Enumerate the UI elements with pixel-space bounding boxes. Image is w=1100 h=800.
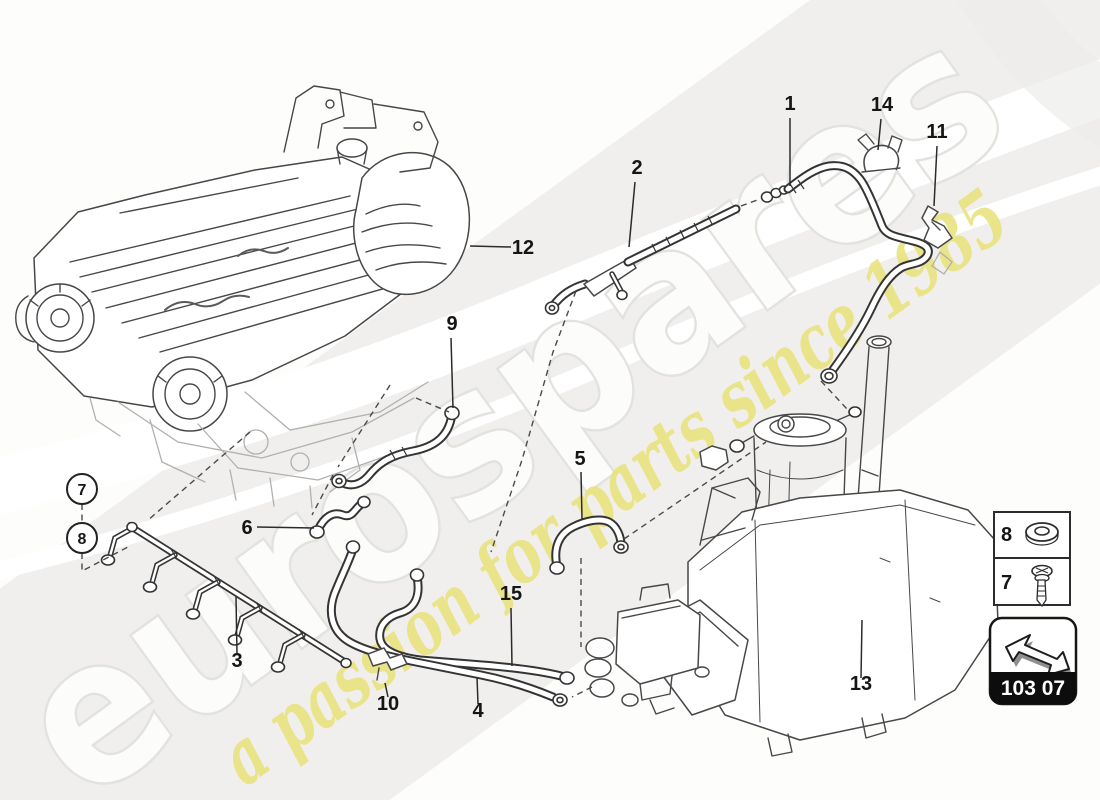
callout-6: 6 [241, 517, 252, 539]
callout-leader-lines [235, 118, 938, 705]
callout-5: 5 [574, 448, 585, 470]
callout-8: 8 [78, 531, 87, 548]
hose-part5 [549, 515, 629, 575]
section-code-box: 103 07 [988, 616, 1078, 706]
hose-part1 [783, 161, 933, 384]
callout-7: 7 [78, 482, 87, 499]
callout-14: 14 [871, 94, 894, 116]
clamp-part14 [857, 133, 903, 173]
oil-separator [699, 406, 862, 542]
elbow-hose-part6 [309, 495, 371, 539]
hose-part9 [331, 405, 460, 490]
y-connector [583, 257, 637, 297]
washer-icon [1025, 522, 1059, 546]
callout-15: 15 [500, 583, 522, 605]
rail-connector [142, 548, 178, 593]
rail-connector [100, 521, 136, 566]
throttle-body [25, 283, 95, 353]
legend-number-7: 7 [1001, 572, 1012, 594]
callout-circle-8 [66, 522, 98, 554]
code-band [990, 672, 1076, 704]
callout-4: 4 [472, 700, 484, 722]
fastener-legend: 8 7 [993, 511, 1071, 608]
lamborghini-script [164, 294, 250, 311]
bracket-part11 [921, 205, 953, 275]
bracket-part10 [367, 647, 408, 681]
callout-12: 12 [512, 237, 534, 259]
legend-number-8: 8 [1001, 524, 1012, 546]
callout-3: 3 [231, 650, 242, 672]
callout-9: 9 [446, 313, 457, 335]
rail-connector [270, 628, 306, 673]
callout-1: 1 [784, 93, 795, 115]
hose-part4 [326, 540, 568, 707]
legend-box-screw [993, 557, 1071, 606]
breather-rail-part3 [100, 521, 352, 673]
direction-arrow-icon [1005, 634, 1072, 681]
callout-11: 11 [926, 121, 947, 143]
screw-icon [1031, 564, 1053, 608]
callout-13: 13 [850, 673, 872, 695]
engine-illustration [15, 85, 471, 509]
rail-connector [227, 601, 263, 646]
pump-unit [584, 583, 701, 715]
throttle-body-2 [152, 356, 228, 432]
callout-labels: 1 2 3 4 5 6 9 10 11 12 13 14 15 [231, 93, 947, 722]
rail-connector [185, 575, 221, 620]
section-code: 103 07 [1001, 677, 1065, 700]
hose-part15 [375, 568, 575, 685]
callout-10: 10 [377, 693, 399, 715]
callout-2: 2 [631, 157, 642, 179]
callout-circle-7 [66, 473, 98, 505]
circled-callouts: 7 8 [66, 473, 98, 554]
assembly-dashed-lines [81, 290, 848, 698]
engine-lower-faded [89, 381, 429, 509]
hose-part2 [544, 185, 790, 315]
